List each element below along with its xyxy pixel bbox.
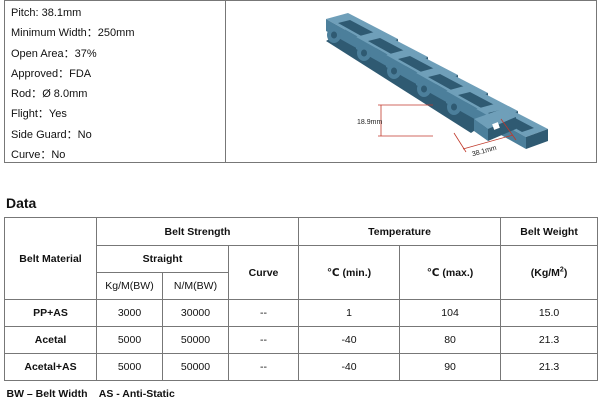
belt-image-panel: 18.9mm 38.1mm [226, 1, 596, 162]
spec-row-curve: Curve：No [11, 149, 66, 162]
table-row: Acetal 5000 50000 -- -40 80 21.3 [4, 326, 599, 354]
data-table: Belt Material Belt Strength Temperature … [4, 217, 599, 408]
spec-box: Pitch: 38.1mm Minimum Width：250mm Open A… [4, 0, 597, 163]
header-weight-unit: (Kg/M2) [500, 245, 599, 300]
table-header-row: Belt Material Belt Strength Temperature … [4, 217, 599, 300]
header-straight: Straight [96, 245, 229, 273]
header-belt-material: Belt Material [4, 217, 97, 300]
pitch-dimension-label: 38.1mm [471, 145, 497, 159]
spec-list: Pitch: 38.1mm Minimum Width：250mm Open A… [5, 1, 226, 162]
height-dimension: 18.9mm [357, 104, 433, 137]
header-kg-bw: Kg/M(BW) [96, 272, 163, 300]
belt-module-image: 18.9mm 38.1mm [326, 13, 548, 159]
header-temp-min: ℃ (min.) [298, 245, 401, 300]
spec-row-approved: Approved：FDA [11, 67, 92, 80]
spec-row-rod: Rod：Ø 8.0mm [11, 88, 88, 101]
spec-row-pitch: Pitch: 38.1mm [11, 7, 82, 19]
table-footnote-row: BW – Belt Width AS - Anti-Static [5, 381, 598, 408]
belt-links [326, 13, 548, 149]
spec-row-side-guard: Side Guard：No [11, 128, 92, 141]
spec-row-min-width: Minimum Width：250mm [11, 27, 135, 40]
section-title: Data [6, 195, 37, 211]
header-belt-strength: Belt Strength [95, 217, 300, 246]
table-row: PP+AS 3000 30000 -- 1 104 15.0 [4, 299, 599, 327]
header-belt-weight: Belt Weight [500, 217, 599, 246]
height-dimension-label: 18.9mm [357, 119, 382, 126]
spec-row-flight: Flight：Yes [11, 108, 67, 121]
table-unit-row: Kg/M(BW) N/M(BW) [5, 272, 598, 300]
spec-row-open-area: Open Area：37% [11, 47, 97, 60]
header-curve: Curve [227, 245, 300, 300]
header-temp-max: ℃ (max.) [399, 245, 502, 300]
table-subheader-row: Straight Curve ℃ (min.) ℃ (max.) (Kg/M2) [5, 245, 599, 300]
header-n-bw: N/M(BW) [162, 272, 229, 300]
table-row: Acetal+AS 5000 50000 -- -40 90 21.3 [4, 353, 599, 381]
header-temperature: Temperature [298, 217, 502, 246]
table-footnote: BW – Belt Width AS - Anti-Static [6, 388, 175, 400]
